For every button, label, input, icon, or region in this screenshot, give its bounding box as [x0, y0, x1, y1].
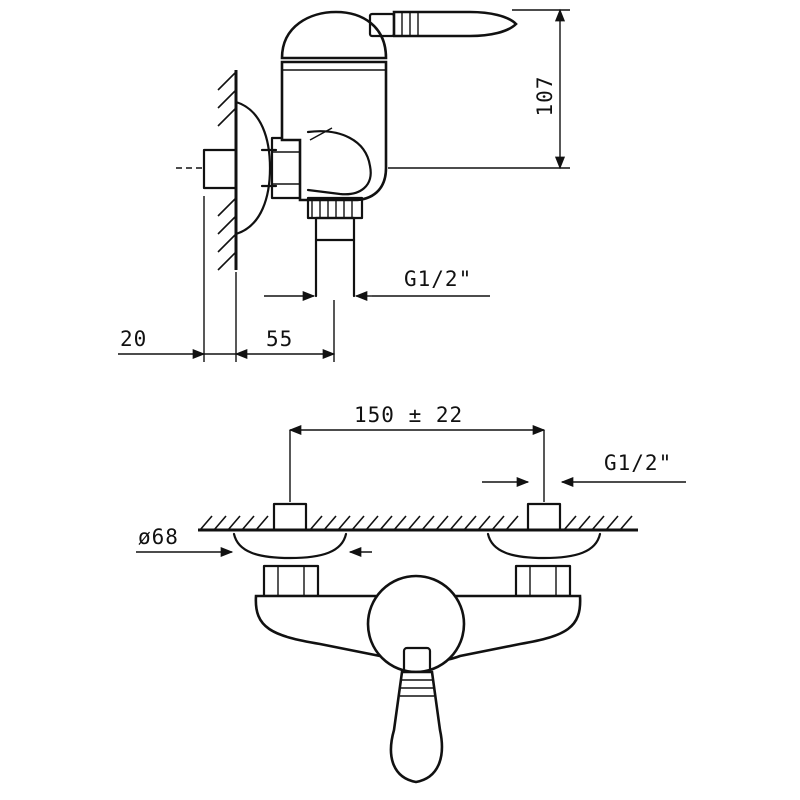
dimension-centers: 150 ± 22 — [288, 403, 546, 502]
pipe-stub-right — [526, 502, 562, 532]
wall-flange — [234, 100, 272, 236]
dimension-flange: ø68 — [136, 525, 372, 558]
lever-handle-side — [368, 10, 518, 38]
flange-right — [486, 532, 602, 560]
label-flange-diameter: ø68 — [138, 525, 179, 549]
hex-nut-right — [514, 564, 572, 598]
label-thread-side: G1/2" — [404, 267, 472, 291]
dimension-thread-front: G1/2" — [482, 451, 686, 488]
cartridge-cap-front — [366, 574, 466, 674]
wall-side — [217, 70, 238, 271]
wall-pipe-stub — [202, 148, 238, 190]
cartridge-dome — [280, 10, 388, 60]
front-view: 150 ± 22 G1/2" — [136, 403, 686, 784]
label-thread-front: G1/2" — [604, 451, 672, 475]
dimension-thread-side: G1/2" — [264, 267, 490, 302]
flange-left — [232, 532, 348, 560]
dimension-107: 107 — [388, 8, 570, 170]
mixer-body-side — [280, 60, 388, 202]
label-107: 107 — [533, 76, 557, 117]
label-55: 55 — [266, 327, 293, 351]
label-20: 20 — [120, 327, 147, 351]
hex-nut-left — [262, 564, 320, 598]
pipe-stub-left — [272, 502, 308, 532]
wall-front — [198, 515, 638, 532]
outlet-connector-side — [306, 196, 364, 298]
dimension-20-55: 20 55 — [118, 196, 336, 362]
side-view: 107 G1/2" 20 55 — [118, 8, 570, 362]
outlet-bend — [306, 130, 372, 196]
side-hex-nut — [270, 136, 304, 200]
label-centers: 150 ± 22 — [354, 403, 463, 427]
lever-handle-front — [389, 646, 444, 784]
